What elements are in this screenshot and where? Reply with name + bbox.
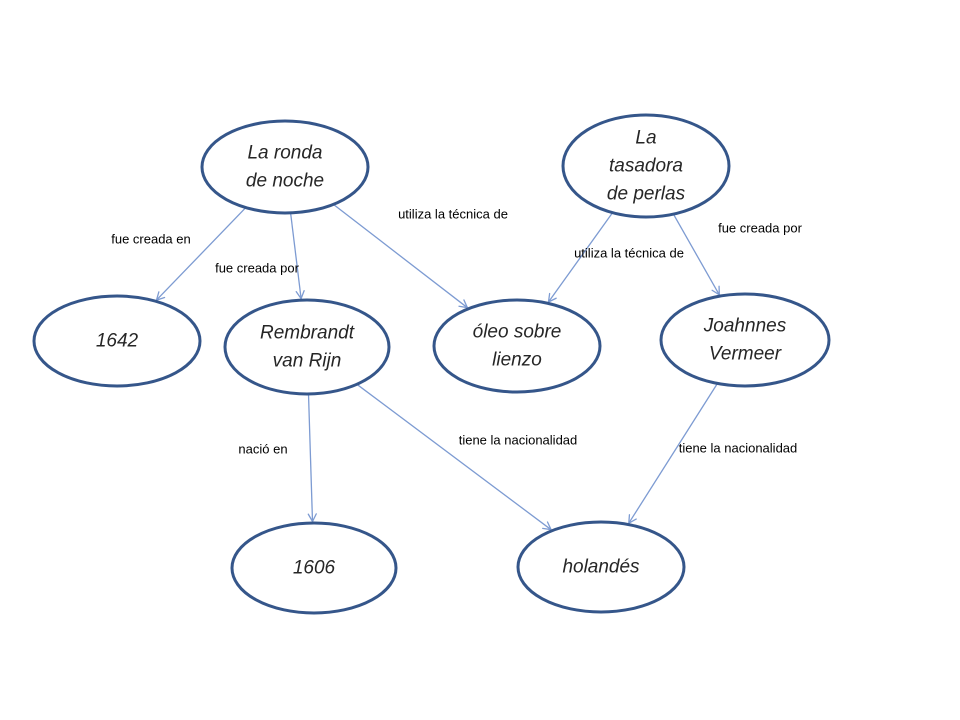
node-holandes: holandés — [516, 520, 686, 614]
edge-la-tasadora-de-perlas-to-oleo-sobre-lienzo — [547, 212, 614, 304]
edge-label-la-tasadora-de-perlas-to-oleo-sobre-lienzo: utiliza la técnica de — [574, 246, 684, 261]
node-1642: 1642 — [32, 294, 202, 388]
edge-rembrandt-van-rijn-to-1606 — [307, 393, 317, 523]
node-label-holandes: holandés — [562, 557, 640, 578]
node-label-1642: 1642 — [96, 331, 139, 352]
node-1606: 1606 — [230, 521, 398, 615]
node-ellipse-la-ronda-de-noche — [200, 119, 370, 215]
node-ellipse-1642 — [32, 294, 202, 388]
edge-la-ronda-de-noche-to-rembrandt-van-rijn — [289, 212, 305, 300]
edge-rembrandt-van-rijn-to-holandes — [356, 383, 553, 531]
node-ellipse-joahnnes-vermeer — [659, 292, 831, 388]
edge-label-la-ronda-de-noche-to-oleo-sobre-lienzo: utiliza la técnica de — [398, 207, 508, 222]
edge-label-joahnnes-vermeer-to-holandes: tiene la nacionalidad — [679, 441, 798, 456]
node-ellipse-holandes — [516, 520, 686, 614]
node-ellipse-la-tasadora-de-perlas — [561, 113, 731, 219]
edge-joahnnes-vermeer-to-holandes — [628, 383, 718, 525]
edge-la-tasadora-de-perlas-to-joahnnes-vermeer — [672, 213, 720, 297]
node-ellipse-rembrandt-van-rijn — [223, 298, 391, 396]
edge-la-ronda-de-noche-to-1642 — [155, 207, 247, 302]
edge-label-la-ronda-de-noche-to-rembrandt-van-rijn: fue creada por — [215, 261, 300, 276]
node-ellipse-1606 — [230, 521, 398, 615]
edge-label-la-ronda-de-noche-to-1642: fue creada en — [111, 232, 191, 247]
edge-label-rembrandt-van-rijn-to-1606: nació en — [238, 442, 287, 457]
node-label-1606: 1606 — [293, 558, 336, 579]
node-ellipse-oleo-sobre-lienzo — [432, 298, 602, 394]
edge-label-la-tasadora-de-perlas-to-joahnnes-vermeer: fue creada por — [718, 221, 803, 236]
edge-la-ronda-de-noche-to-oleo-sobre-lienzo — [333, 203, 469, 309]
edge-label-rembrandt-van-rijn-to-holandes: tiene la nacionalidad — [459, 433, 578, 448]
